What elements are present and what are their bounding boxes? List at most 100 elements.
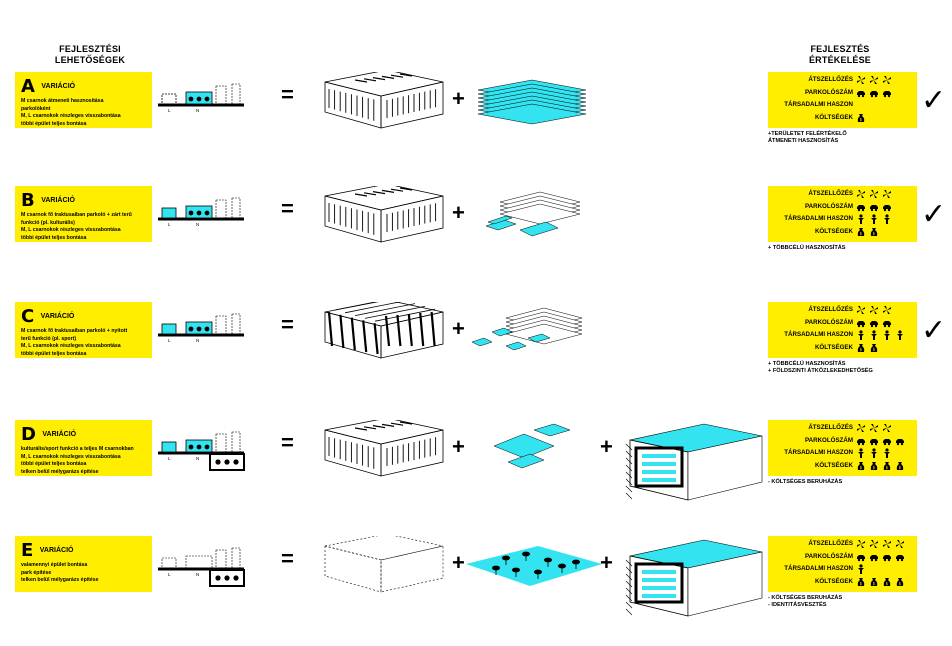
structural-column (373, 323, 379, 355)
garage-side-face (687, 435, 763, 501)
roof-skylight (399, 187, 413, 191)
structural-column (407, 313, 413, 347)
money-bag-icon: $ (857, 227, 865, 236)
equals-sign: = (281, 430, 294, 455)
underground-garage-axonometric (625, 423, 763, 501)
person-icon (884, 448, 890, 458)
variation-letter: D (21, 424, 36, 445)
right-facade (380, 429, 444, 477)
sport-volumes (471, 327, 551, 351)
evaluation-header-line-1: FEJLESZTÉS (810, 44, 870, 54)
garage-side-face (687, 551, 763, 617)
hall-l-outline (161, 557, 177, 569)
fan-blade (874, 77, 878, 80)
car-wheel (870, 442, 874, 445)
fan-blade (871, 424, 874, 428)
fan-blade (858, 306, 861, 310)
money-bag (896, 461, 904, 470)
criterion-rating (856, 539, 914, 549)
person-head (859, 330, 863, 334)
cyan-volume (505, 341, 527, 351)
floor-stack (499, 191, 581, 225)
variation-word: VARIÁCIÓ (42, 431, 77, 438)
variation-card: D VARIÁCIÓ kulturális/sport funkció a te… (15, 420, 152, 476)
description-line: M, L csarnokok részleges visszabontása (21, 343, 121, 350)
car-icon (857, 438, 865, 445)
garage-car-mark (215, 459, 221, 465)
demolished-outline (215, 433, 227, 453)
money-bag (857, 461, 865, 470)
evaluation-note: + TÖBBCÉLÚ HASZNOSÍTÁS (768, 361, 846, 367)
description-line: M, L csarnokok részleges visszabontása (21, 227, 121, 234)
criterion-rating (856, 189, 914, 199)
plus-sign-extra: + (600, 550, 613, 575)
fan-blade (887, 310, 890, 314)
description-line: többi épület teljes bontása (21, 120, 87, 127)
floor-stack (505, 307, 583, 345)
ventilation-fan-icon (883, 190, 891, 198)
person-icon (858, 330, 864, 340)
fan-blade (870, 310, 874, 313)
building-axonometric (324, 302, 444, 359)
right-facade (380, 545, 444, 593)
floor-slab (499, 203, 581, 225)
money-bag-icon: $ (870, 577, 878, 586)
variation-row-d: D VARIÁCIÓ kulturális/sport funkció a te… (0, 420, 952, 530)
evaluation-header: FEJLESZTÉS ÉRTÉKELÉSE (790, 44, 890, 66)
criterion-rating: $ (856, 113, 914, 123)
demolished-outline (215, 315, 227, 335)
money-sign: $ (873, 347, 876, 352)
person-head (859, 448, 863, 452)
garage-car-mark (233, 459, 239, 465)
money-sign: $ (899, 465, 902, 470)
scale-label-l: L (168, 222, 171, 227)
money-sign: $ (860, 465, 863, 470)
fan-blade (857, 194, 861, 197)
roof-skylight (363, 426, 377, 430)
fan-blade (897, 540, 900, 544)
ventilation-fan-icon (857, 76, 865, 84)
car-body (870, 554, 878, 559)
fan-blade (857, 310, 861, 313)
scale-label-n: N (196, 108, 199, 113)
ventilation-fan-icon (857, 540, 865, 548)
evaluation-note: +TERÜLETET FELÉRTÉKELŐ (768, 131, 847, 137)
parking-car-mark (204, 96, 210, 102)
money-bag (857, 343, 865, 352)
evaluation-note: - KÖLTSÉGES BERUHÁZÁS (768, 595, 843, 601)
structural-column (327, 311, 334, 347)
description-line: többi épület teljes bontása (21, 461, 87, 468)
cyan-volume (533, 423, 571, 437)
cultural-volumes (493, 423, 571, 469)
money-sign: $ (873, 581, 876, 586)
person-body (858, 334, 864, 340)
scale-label-l: L (168, 572, 171, 577)
money-bag (870, 461, 878, 470)
roof-outline (324, 72, 444, 97)
fan-blade (857, 428, 861, 431)
person-head (859, 214, 863, 218)
earth-hatch (625, 608, 633, 616)
variation-card: A VARIÁCIÓ M csarnok átmeneti hasznosítá… (15, 72, 152, 128)
roof-skylight (354, 79, 368, 83)
description-line: park építése (21, 569, 52, 576)
equals-sign: = (281, 82, 294, 107)
earth-hatch (625, 457, 633, 465)
fan-blade (887, 425, 891, 428)
car-icon (870, 554, 878, 561)
scale-label-n: N (196, 572, 199, 577)
variation-row-b: B VARIÁCIÓ M csarnok fő traktusaiban par… (0, 186, 952, 296)
car-icon (870, 204, 878, 211)
person-icon (897, 330, 903, 340)
money-bag (870, 577, 878, 586)
garage-level (642, 594, 676, 598)
plus-sign: + (452, 200, 465, 225)
car-wheel (870, 94, 874, 97)
